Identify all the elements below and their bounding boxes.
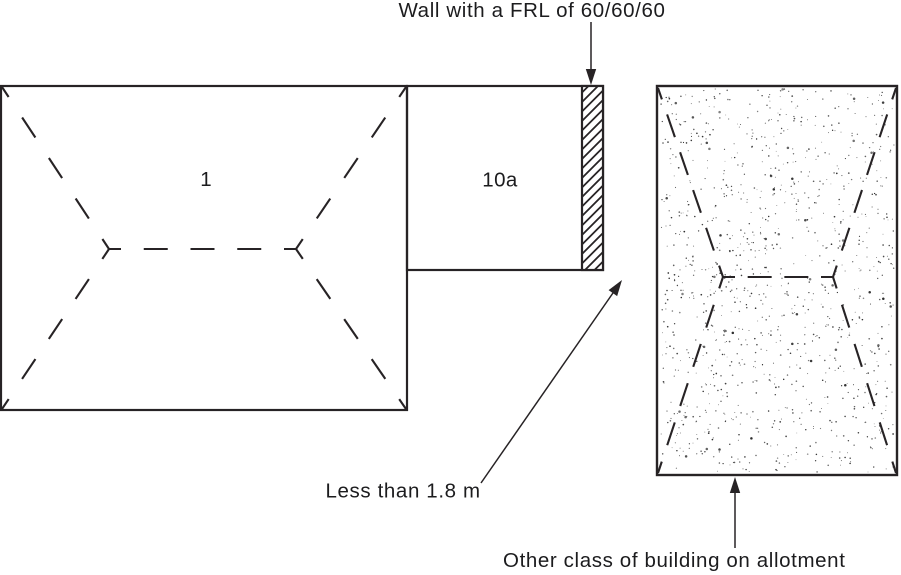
other-building-hip-bottom-right <box>832 276 897 474</box>
other-building-hip-bottom-left <box>657 276 724 474</box>
frl-wall-label: Wall with a FRL of 60/60/60 <box>398 0 665 22</box>
frl-wall-arrow <box>585 22 597 85</box>
other-building-arrow-head <box>729 477 741 493</box>
frl-wall-hatch <box>582 86 603 270</box>
building-1-hip-bottom-right <box>295 248 407 410</box>
building-1-hip-top-left <box>1 86 110 250</box>
other-building-hip-top-left <box>657 87 724 278</box>
stipple-texture <box>660 88 895 473</box>
other-building-arrow <box>729 477 741 548</box>
distance-arrow <box>480 280 622 484</box>
building-1-label: 1 <box>200 168 211 191</box>
other-building-hip-top-right <box>832 87 897 278</box>
frl-wall <box>580 84 605 272</box>
frl-wall-border <box>580 84 605 272</box>
other-building-label: Other class of building on allotment <box>503 549 846 572</box>
frl-wall-arrow-head <box>585 69 597 85</box>
distance-label: Less than 1.8 m <box>326 480 481 503</box>
other-building-outline <box>655 84 899 477</box>
distance-arrow-shaft <box>480 291 615 484</box>
distance-arrow-head <box>608 280 622 297</box>
building-1-hip-top-right <box>295 86 407 250</box>
building-10a-label: 10a <box>482 169 518 192</box>
building-1-hip-bottom-left <box>1 248 110 410</box>
